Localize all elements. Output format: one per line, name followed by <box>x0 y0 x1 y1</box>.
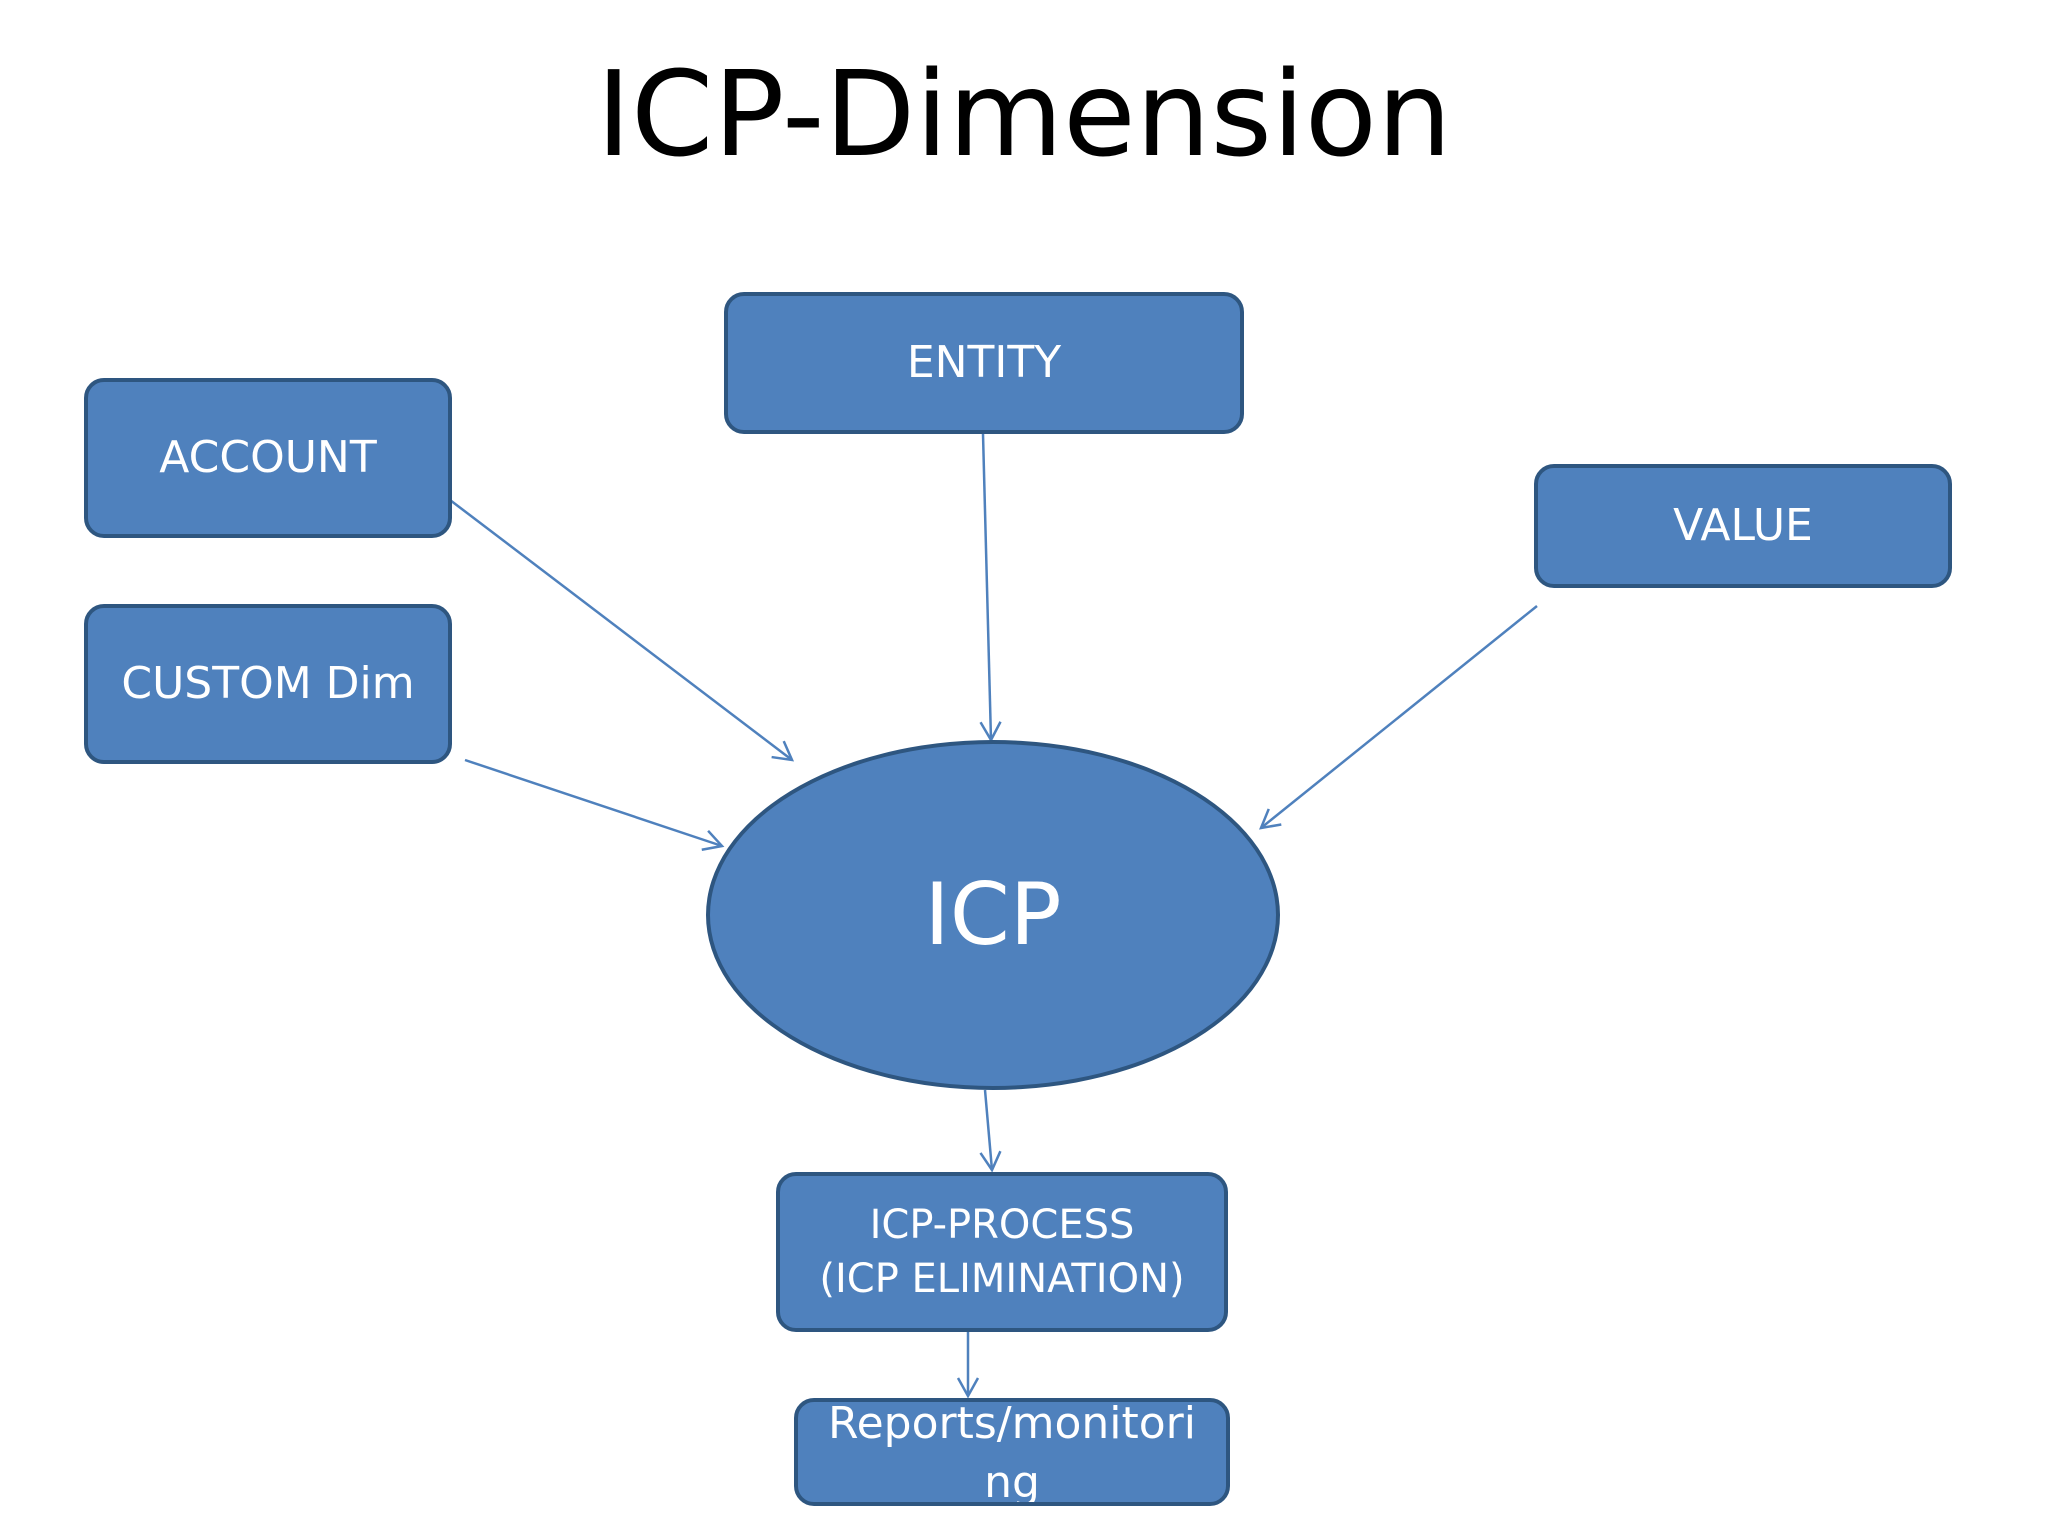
node-custom-dim: CUSTOM Dim <box>84 604 452 764</box>
node-account-label: ACCOUNT <box>159 432 377 484</box>
edge-value-to-icp <box>1258 605 1538 830</box>
node-reports: Reports/monitoring <box>794 1398 1230 1506</box>
node-icp: ICP <box>706 740 1280 1090</box>
edge-account-to-icp <box>449 499 795 762</box>
edge-entity-to-icp <box>979 433 1002 743</box>
edge-icp-to-process <box>979 1089 1002 1173</box>
node-account: ACCOUNT <box>84 378 452 538</box>
node-icp-label: ICP <box>924 864 1062 965</box>
node-reports-label: Reports/monitoring <box>828 1398 1196 1506</box>
node-icp-process-line1: ICP-PROCESS <box>869 1202 1135 1248</box>
node-icp-process-line2: (ICP ELIMINATION) <box>819 1256 1185 1302</box>
node-entity: ENTITY <box>724 292 1244 434</box>
node-custom-dim-label: CUSTOM Dim <box>121 658 415 710</box>
node-icp-process: ICP-PROCESS (ICP ELIMINATION) <box>776 1172 1228 1332</box>
diagram-title: ICP-Dimension <box>596 45 1452 183</box>
node-value: VALUE <box>1534 464 1952 588</box>
node-value-label: VALUE <box>1673 500 1813 552</box>
node-entity-label: ENTITY <box>906 337 1062 389</box>
edge-custom-to-icp <box>464 758 725 851</box>
